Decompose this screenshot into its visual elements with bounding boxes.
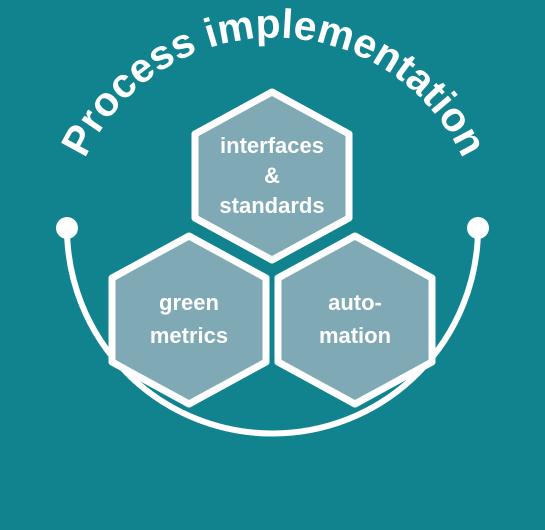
hexagon-automation-line-2: mation: [319, 323, 391, 348]
hexagon-interfaces-standards: interfaces & standards: [191, 88, 353, 264]
hexagon-automation: auto- mation: [274, 232, 436, 408]
hexagon-interfaces-standards-line-1: interfaces: [220, 133, 324, 158]
hexagon-green-metrics-line-2: metrics: [150, 323, 228, 348]
bracket-arc: [64, 225, 481, 437]
hexagon-green-metrics-line-1: green: [159, 290, 219, 315]
hexagon-interfaces-standards-line-2: &: [264, 163, 280, 188]
hexagon-automation-shape: [274, 232, 436, 408]
hexagon-automation-line-1: auto-: [328, 290, 382, 315]
hexagon-green-metrics-shape: [108, 232, 270, 408]
arc-left-dot: [56, 217, 78, 239]
arc-right-dot: [467, 217, 489, 239]
hexagon-interfaces-standards-shape: [191, 88, 353, 264]
hexagon-interfaces-standards-line-3: standards: [219, 193, 324, 218]
hexagon-green-metrics: green metrics: [108, 232, 270, 408]
